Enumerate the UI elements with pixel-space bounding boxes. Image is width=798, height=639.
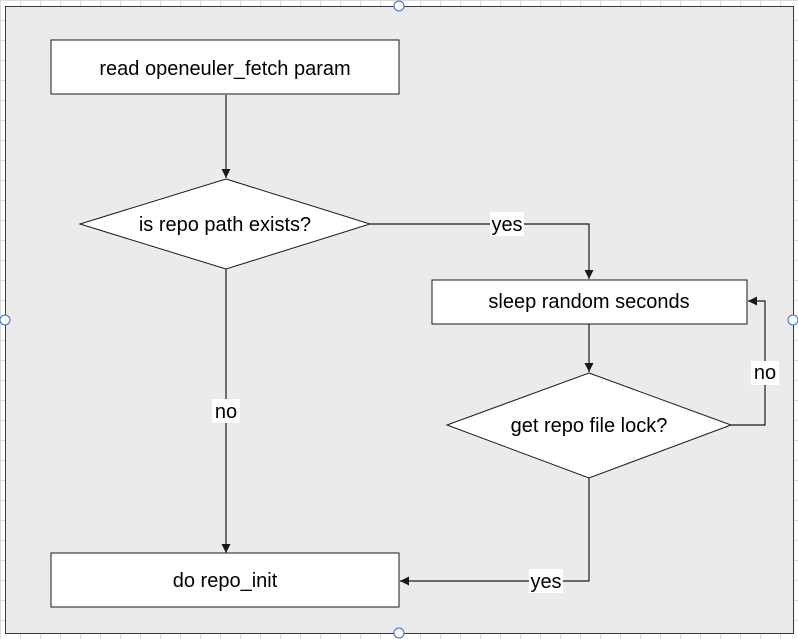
edge-label-lock-no-text: no (754, 362, 776, 384)
process-repo-init[interactable]: do repo_init (50, 552, 400, 608)
decision-get-lock-label: get repo file lock? (511, 415, 668, 437)
decision-repo-exists[interactable]: is repo path exists? (78, 178, 372, 270)
process-repo-init-label: do repo_init (173, 570, 278, 592)
edge-label-lock-yes-text: yes (530, 571, 561, 593)
edge-label-lock-no: no (751, 361, 779, 385)
edge-label-exists-no-text: no (215, 401, 237, 423)
edge-lock-yes (400, 478, 590, 586)
edge-exists-yes (370, 223, 594, 279)
resize-handle-left[interactable] (0, 314, 11, 326)
edge-label-lock-yes: yes (529, 569, 563, 593)
process-sleep[interactable]: sleep random seconds (431, 279, 748, 325)
process-read-param[interactable]: read openeuler_fetch param (50, 39, 400, 95)
resize-handle-top[interactable] (393, 0, 405, 12)
resize-handle-right[interactable] (787, 314, 798, 326)
decision-get-lock[interactable]: get repo file lock? (445, 372, 733, 479)
process-read-param-label: read openeuler_fetch param (99, 58, 350, 80)
edge-label-exists-yes: yes (490, 212, 524, 236)
edge-label-exists-no: no (212, 399, 240, 423)
decision-repo-exists-label: is repo path exists? (139, 214, 311, 236)
process-sleep-label: sleep random seconds (488, 291, 689, 313)
edge-label-exists-yes-text: yes (491, 214, 522, 236)
resize-handle-bottom[interactable] (393, 627, 405, 639)
